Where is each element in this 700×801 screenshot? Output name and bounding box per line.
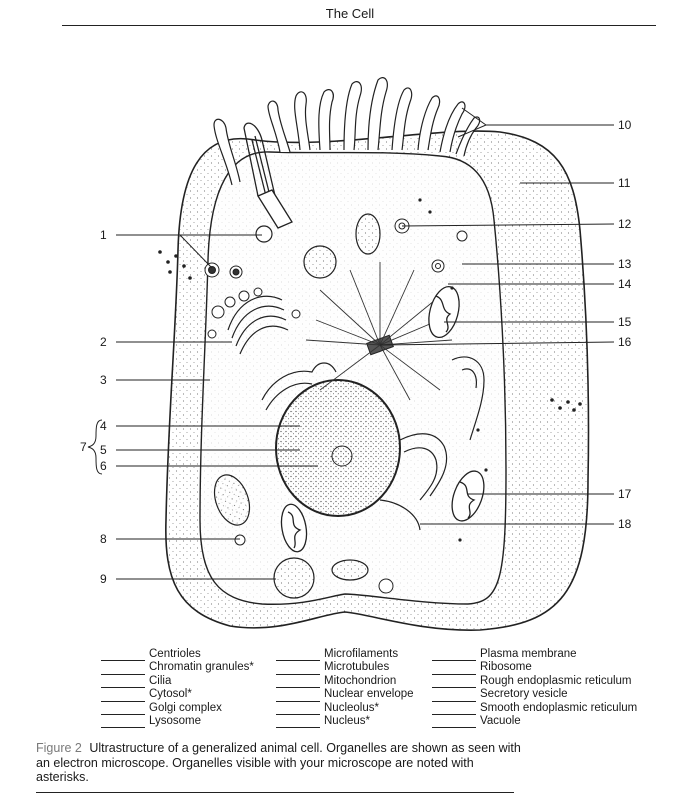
answer-blank[interactable] [276,664,320,675]
cell-inner-cytoplasm [200,152,506,604]
figure-caption: Figure 2 Ultrastructure of a generalized… [36,741,526,785]
label-10: 10 [618,118,632,132]
key-item: Mitochondrion [276,675,414,688]
key-item: Ribosome [432,661,637,674]
key-item: Nuclear envelope [276,688,414,701]
key-item: Cilia [101,675,254,688]
label-15: 15 [618,315,632,329]
key-item: Secretory vesicle [432,688,637,701]
answer-blank[interactable] [101,677,145,688]
label-11: 11 [618,176,631,190]
key-item: Lysosome [101,715,254,728]
key-item: Chromatin granules* [101,661,254,674]
figure-number: Figure 2 [36,741,82,755]
key-item: Smooth endoplasmic reticulum [432,702,637,715]
label-5: 5 [100,443,107,457]
label-17: 17 [618,487,632,501]
answer-blank[interactable] [101,691,145,702]
key-item: Vacuole [432,715,637,728]
key-item: Rough endoplasmic reticulum [432,675,637,688]
answer-blank[interactable] [276,704,320,715]
label-6: 6 [100,459,107,473]
answer-blank[interactable] [432,664,476,675]
label-3: 3 [100,373,107,387]
key-column-3: Plasma membrane Ribosome Rough endoplasm… [432,648,637,728]
caption-divider [36,792,514,793]
answer-blank[interactable] [101,664,145,675]
key-item: Microfilaments [276,648,414,661]
label-2: 2 [100,335,107,349]
label-14: 14 [618,277,632,291]
nucleolus [332,446,352,466]
answer-blank[interactable] [276,691,320,702]
key-column-2: Microfilaments Microtubules Mitochondrio… [276,648,414,728]
answer-blank[interactable] [432,691,476,702]
answer-blank[interactable] [432,704,476,715]
answer-blank[interactable] [101,704,145,715]
answer-blank[interactable] [276,650,320,661]
label-12: 12 [618,217,632,231]
answer-blank[interactable] [432,677,476,688]
key-item: Golgi complex [101,702,254,715]
answer-blank[interactable] [432,650,476,661]
answer-blank[interactable] [276,677,320,688]
answer-blank[interactable] [101,717,145,728]
answer-blank[interactable] [101,650,145,661]
key-item: Cytosol* [101,688,254,701]
key-item: Nucleus* [276,715,414,728]
figure-caption-text: Ultrastructure of a generalized animal c… [36,741,521,784]
key-item: Plasma membrane [432,648,637,661]
key-item: Centrioles [101,648,254,661]
answer-blank[interactable] [276,717,320,728]
label-4: 4 [100,419,107,433]
label-1: 1 [100,228,107,242]
key-item: Nucleolus* [276,702,414,715]
label-7: 7 [80,440,87,454]
label-13: 13 [618,257,632,271]
label-9: 9 [100,572,107,586]
label-16: 16 [618,335,632,349]
label-8: 8 [100,532,107,546]
key-column-1: Centrioles Chromatin granules* Cilia Cyt… [101,648,254,728]
label-18: 18 [618,517,632,531]
answer-blank[interactable] [432,717,476,728]
key-item: Microtubules [276,661,414,674]
